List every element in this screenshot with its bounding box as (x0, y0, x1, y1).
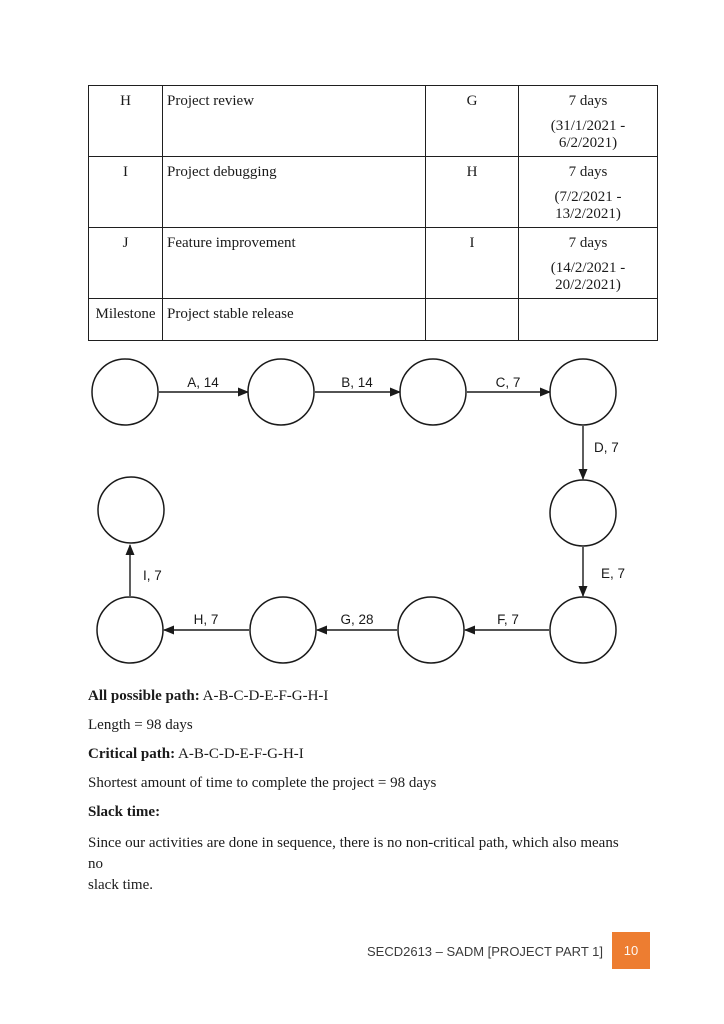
activity-node (397, 596, 465, 664)
edge-label-d: D, 7 (594, 440, 619, 455)
edge-label-e: E, 7 (601, 566, 625, 581)
pert-network-diagram: A, 14 B, 14 C, 7 D, 7 E, 7 F, 7 G, 28 H,… (91, 358, 625, 664)
activity-predecessor-cell: I (425, 227, 519, 299)
activity-table: H Project review G 7 days (31/1/2021 - 6… (88, 85, 658, 341)
critical-path-label: Critical path: (88, 746, 176, 762)
table-row: I Project debugging H 7 days (7/2/2021 -… (88, 156, 658, 228)
all-possible-path-value: A-B-C-D-E-F-G-H-I (199, 688, 329, 704)
activity-task-cell: Project review (162, 85, 426, 157)
activity-id-cell: H (88, 85, 163, 157)
edge-label-b: B, 14 (341, 375, 373, 390)
edge-label-a: A, 14 (187, 375, 219, 390)
page-number-badge: 10 (612, 932, 650, 969)
activity-node (399, 358, 467, 426)
duration-days: 7 days (568, 235, 608, 251)
shortest-time-line: Shortest amount of time to complete the … (88, 775, 437, 791)
edge-label-f: F, 7 (497, 612, 519, 627)
all-possible-path-line: All possible path: A-B-C-D-E-F-G-H-I (88, 688, 648, 705)
activity-duration-cell (518, 298, 658, 341)
activity-node (97, 476, 165, 544)
activity-task-cell: Feature improvement (162, 227, 426, 299)
slack-time-heading: Slack time: (88, 804, 648, 821)
slack-time-label: Slack time: (88, 804, 161, 820)
activity-arrows (125, 387, 588, 635)
length-line: Length = 98 days (88, 717, 193, 733)
edge-label-c: C, 7 (496, 375, 521, 390)
critical-path-line: Critical path: A-B-C-D-E-F-G-H-I (88, 746, 648, 763)
activity-nodes (91, 358, 617, 664)
activity-id-cell: J (88, 227, 163, 299)
activity-predecessor-cell: H (425, 156, 519, 228)
edge-label-g: G, 28 (340, 612, 373, 627)
table-row: J Feature improvement I 7 days (14/2/202… (88, 227, 658, 299)
duration-dates: (7/2/2021 - 13/2/2021) (554, 189, 622, 222)
critical-path-value: A-B-C-D-E-F-G-H-I (175, 746, 304, 762)
activity-node (549, 596, 617, 664)
activity-duration-cell: 7 days (31/1/2021 - 6/2/2021) (518, 85, 658, 157)
activity-id-cell: Milestone (88, 298, 163, 341)
activity-node (549, 479, 617, 547)
slack-time-note: Since our activities are done in sequenc… (88, 833, 636, 896)
duration-days: 7 days (568, 164, 608, 180)
activity-id-cell: I (88, 156, 163, 228)
edge-label-h: H, 7 (194, 612, 219, 627)
slack-note-line-1: Since our activities are done in sequenc… (88, 835, 619, 872)
activity-duration-cell: 7 days (7/2/2021 - 13/2/2021) (518, 156, 658, 228)
duration-days: 7 days (568, 93, 608, 109)
table-row: Milestone Project stable release (88, 298, 658, 341)
edge-labels: A, 14 B, 14 C, 7 D, 7 E, 7 F, 7 G, 28 H,… (143, 375, 625, 627)
activity-node (247, 358, 315, 426)
all-possible-path-label: All possible path: (88, 688, 200, 704)
activity-task-cell: Project debugging (162, 156, 426, 228)
activity-node (549, 358, 617, 426)
activity-predecessor-cell (425, 298, 519, 341)
duration-dates: (14/2/2021 - 20/2/2021) (550, 260, 626, 293)
footer-course-code: SECD2613 – SADM [PROJECT PART 1] (366, 944, 603, 959)
activity-node (91, 358, 159, 426)
activity-predecessor-cell: G (425, 85, 519, 157)
activity-duration-cell: 7 days (14/2/2021 - 20/2/2021) (518, 227, 658, 299)
activity-node (96, 596, 164, 664)
activity-task-cell: Project stable release (162, 298, 426, 341)
table-row: H Project review G 7 days (31/1/2021 - 6… (88, 85, 658, 157)
edge-label-i: I, 7 (143, 568, 162, 583)
slack-note-line-2: slack time. (88, 877, 153, 893)
activity-node (249, 596, 317, 664)
duration-dates: (31/1/2021 - 6/2/2021) (550, 118, 626, 151)
